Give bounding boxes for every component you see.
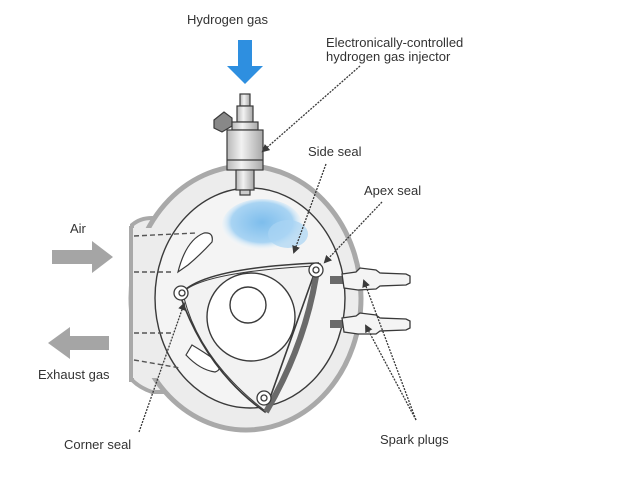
- hydrogen-gas-label: Hydrogen gas: [187, 12, 268, 27]
- corner-seal-leader: [138, 302, 186, 433]
- corner-seal-label: Corner seal: [64, 437, 132, 452]
- injector-leader: [261, 65, 361, 153]
- spark-plug-upper: [330, 267, 411, 291]
- hydrogen-inflow-arrow-icon: [227, 40, 263, 84]
- side-seal-leader: [292, 163, 327, 254]
- spark-plugs-label: Spark plugs: [380, 432, 449, 447]
- side-seal-label: Side seal: [308, 144, 362, 159]
- port-lines: [133, 232, 197, 369]
- exhaust-outflow-arrow-icon: [48, 327, 109, 359]
- air-inflow-arrow-icon: [52, 241, 113, 273]
- exhaust-gas-label: Exhaust gas: [38, 367, 110, 382]
- leader-lines: [138, 65, 417, 433]
- apex-seal-label: Apex seal: [364, 183, 422, 198]
- spark-plug-leader-upper: [362, 279, 417, 421]
- injector-label-line1: Electronically-controlled: [326, 35, 464, 50]
- eccentric-shaft: [206, 272, 296, 362]
- injector-label-line2: hydrogen gas injector: [326, 49, 451, 64]
- apex-seals: [173, 262, 324, 406]
- air-label: Air: [70, 221, 86, 236]
- apex-seal-leader: [323, 201, 383, 264]
- spark-plug-leader-lower: [365, 324, 417, 421]
- hydrogen-injector: [213, 93, 264, 196]
- spark-plug-lower: [330, 312, 411, 335]
